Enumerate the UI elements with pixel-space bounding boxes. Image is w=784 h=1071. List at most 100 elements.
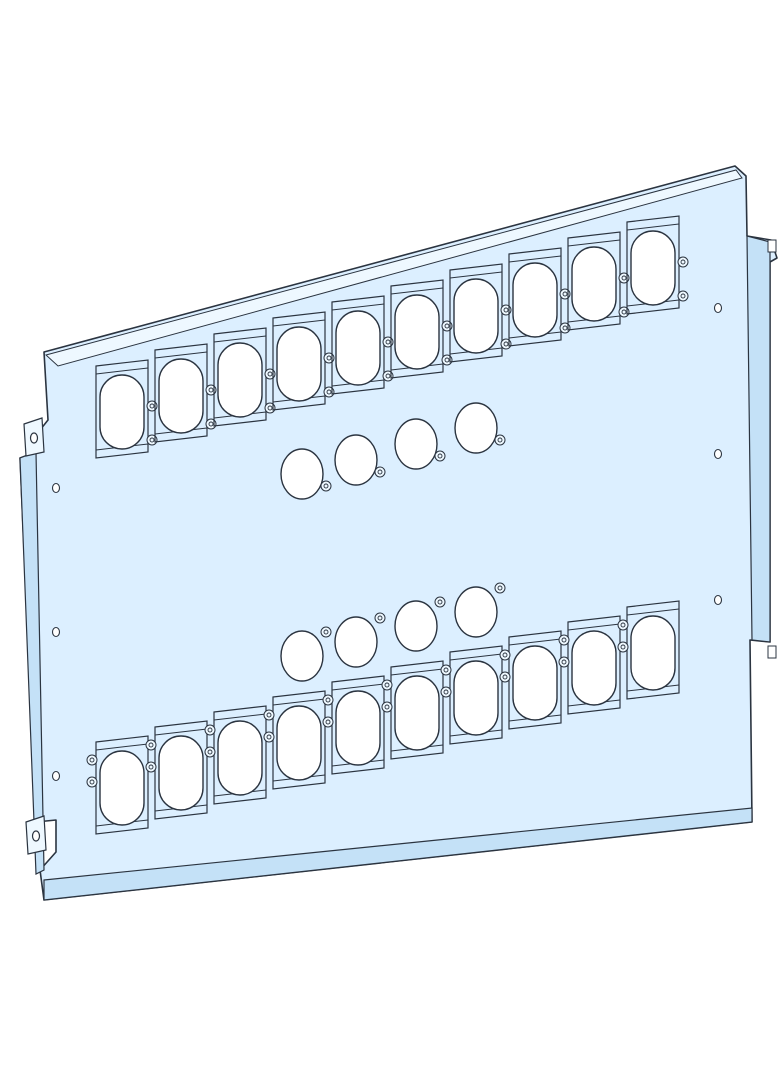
screw-center: [208, 387, 214, 393]
plate-body: [19, 165, 778, 901]
round-cutout-icon: [280, 630, 324, 682]
frame-line: [95, 743, 149, 751]
cutout-frame: [213, 705, 267, 805]
cutout-frame: [272, 690, 326, 790]
cutout-unit: [558, 615, 621, 715]
oval-cutout-icon: [571, 246, 617, 322]
screw-center: [503, 341, 509, 347]
screw-center: [443, 689, 449, 695]
screw-icon: [263, 709, 275, 721]
bottom-cutout-row: [86, 600, 680, 835]
screw-icon: [499, 649, 511, 661]
frame-line: [213, 713, 267, 721]
screw-icon: [145, 761, 157, 773]
screw-icon: [558, 656, 570, 668]
oval-cutout-icon: [335, 690, 381, 766]
screw-center: [502, 674, 508, 680]
frame-line: [272, 698, 326, 706]
cutout-frame: [154, 343, 208, 443]
screw-center: [207, 727, 213, 733]
frame-line: [626, 223, 680, 231]
oval-cutout-icon: [99, 750, 145, 826]
cutout-frame: [390, 660, 444, 760]
cutout-unit: [449, 263, 512, 363]
flange-notch: [767, 645, 777, 659]
screw-center: [148, 764, 154, 770]
screw-icon: [381, 679, 393, 691]
screw-icon: [322, 716, 334, 728]
screw-center: [384, 682, 390, 688]
screw-center: [385, 339, 391, 345]
oval-cutout-icon: [512, 645, 558, 721]
screw-center: [620, 622, 626, 628]
screw-center: [561, 637, 567, 643]
cutout-unit: [145, 720, 208, 820]
screw-center: [266, 712, 272, 718]
cutout-frame: [390, 279, 444, 379]
screw-icon: [320, 480, 332, 492]
frame-line: [449, 271, 503, 279]
flange-notch: [767, 239, 777, 253]
oval-cutout-icon: [158, 358, 204, 434]
screw-icon: [617, 641, 629, 653]
frame-line: [95, 367, 149, 375]
screw-center: [148, 742, 154, 748]
cutout-frame: [626, 600, 680, 700]
mounting-hole-icon: [713, 448, 723, 460]
screw-icon: [86, 754, 98, 766]
cutout-unit: [154, 343, 217, 443]
screw-icon: [204, 724, 216, 736]
screw-icon: [499, 671, 511, 683]
cutout-frame: [567, 615, 621, 715]
frame-line: [567, 239, 621, 247]
mounting-hole-icon: [713, 594, 723, 606]
screw-center: [323, 629, 329, 635]
round-cutout-icon: [454, 586, 498, 638]
screw-center: [266, 734, 272, 740]
screw-center: [208, 421, 214, 427]
frame-line: [626, 608, 680, 616]
screw-center: [620, 644, 626, 650]
round-cutout-icon: [334, 434, 378, 486]
screw-icon: [204, 746, 216, 758]
screw-center: [680, 259, 686, 265]
frame-line: [567, 623, 621, 631]
screw-center: [497, 585, 503, 591]
screw-center: [149, 437, 155, 443]
round-cutout-icon: [454, 402, 498, 454]
round-cutout-icon: [394, 418, 438, 470]
cutout-unit: [204, 705, 267, 805]
screw-icon: [494, 582, 506, 594]
oval-cutout-icon: [453, 660, 499, 736]
screw-icon: [677, 290, 689, 302]
frame-line: [213, 335, 267, 343]
oval-cutout-icon: [630, 230, 676, 306]
frame-line: [331, 303, 385, 311]
screw-center: [325, 697, 331, 703]
screw-center: [562, 325, 568, 331]
frame-line: [154, 351, 208, 359]
oval-cutout-icon: [453, 278, 499, 354]
screw-icon: [381, 701, 393, 713]
right-flange: [746, 235, 771, 643]
cutout-frame: [95, 359, 149, 459]
oval-cutout-icon: [630, 615, 676, 691]
screw-center: [89, 757, 95, 763]
screw-icon: [86, 776, 98, 788]
screw-icon: [677, 256, 689, 268]
round-cutout-icon: [280, 448, 324, 500]
screw-icon: [434, 450, 446, 462]
screw-center: [561, 659, 567, 665]
cutout-unit: [617, 600, 680, 700]
screw-center: [503, 307, 509, 313]
slot-icon: [31, 830, 41, 842]
screw-center: [384, 704, 390, 710]
oval-cutout-icon: [571, 630, 617, 706]
cutout-frame: [567, 231, 621, 331]
screw-icon: [434, 596, 446, 608]
frame-line: [390, 668, 444, 676]
screw-center: [497, 437, 503, 443]
screw-center: [437, 453, 443, 459]
mounting-hole-icon: [51, 482, 61, 494]
